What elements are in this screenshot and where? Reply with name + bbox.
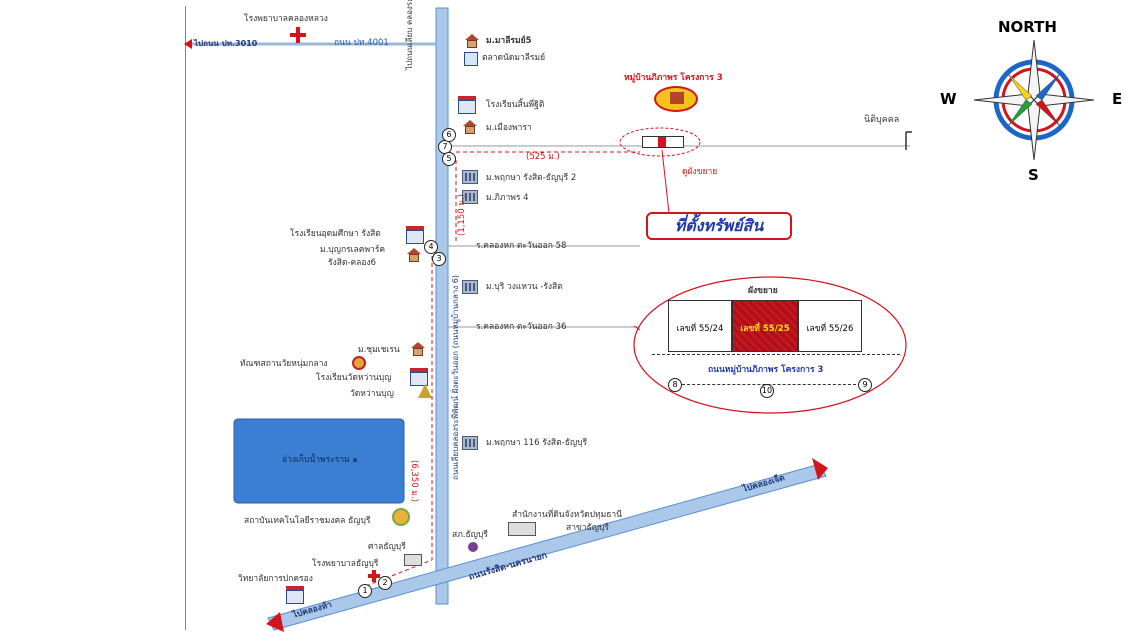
- school-ladda-icon: [458, 96, 476, 114]
- market-icon: [464, 52, 478, 66]
- m-maliroom-icon: [464, 34, 480, 48]
- m-boonyarak-label2: รังสิต-คลอง6: [328, 258, 377, 268]
- school-udom-label: โรงเรียนอุดมศึกษา รังสิต: [290, 229, 381, 239]
- reservoir: [233, 418, 405, 504]
- khlong-road-label: ไปถนนเลียบ คลองระพีพัฒน์: [405, 0, 414, 70]
- jail-label: ทัณฑสถานวัยหนุ่มกลาง: [240, 359, 328, 369]
- school-wat-label: โรงเรียนวัดหว่านบุญ: [316, 373, 392, 383]
- lot-right-label: เลขที่ 55/26: [806, 324, 854, 334]
- hospital-top-icon: [290, 27, 306, 43]
- property-callout: ที่ตั้งทรัพย์สิน: [646, 212, 792, 240]
- college-icon: [286, 586, 304, 604]
- m-chumchen-icon: [410, 342, 426, 356]
- rmut-icon: [392, 508, 410, 526]
- wat-icon: [418, 384, 432, 398]
- land-office-label: สำนักงานที่ดินจังหวัดปทุมธานี: [512, 510, 622, 520]
- reservoir-label: อ่างเก็บน้ำพระราม ๑: [282, 455, 358, 465]
- court-label: ศาลธัญบุรี: [368, 542, 406, 552]
- main-road: [435, 7, 449, 605]
- m-boonyarak-label: ม.บุญกรเลคพาร์ค: [320, 245, 386, 255]
- school-wat-icon: [410, 368, 428, 386]
- project-plot-marker: [642, 136, 684, 148]
- school-ladda-label: โรงเรียนสิ้นพี่ฐิติ: [486, 100, 545, 110]
- detail-road-label: ถนนหมู่บ้านภิภาพร โครงการ 3: [708, 365, 824, 375]
- main-road-label: ถนนเลียบคลองระพีพัฒน์ ฝั่งตะวันออก (ถนนห…: [451, 275, 460, 480]
- marker-8: 8: [668, 378, 682, 392]
- property-label: ที่ตั้งทรัพย์สิน: [674, 216, 764, 235]
- top-right-cut-label: นิติบุคคล: [864, 115, 900, 125]
- m-mueang-icon: [462, 120, 478, 134]
- m-pruksa116-label: ม.พฤกษา 116 รังสิต-ธัญบุรี: [486, 438, 588, 448]
- route-number-3: 3: [432, 252, 446, 266]
- hospital-bottom-label: โรงพยาบาลธัญบุรี: [312, 559, 379, 569]
- compass-north-label: NORTH: [998, 18, 1057, 36]
- arrow-left-top: [184, 39, 192, 49]
- police-label: สภ.ธัญบุรี: [452, 530, 488, 540]
- road-pt4001-label: ถนน ปท.4001: [334, 38, 389, 48]
- route-number-4: 4: [424, 240, 438, 254]
- project-ellipse: [619, 127, 701, 157]
- dist-6350-label: (6,350 ม.): [409, 460, 419, 502]
- m-pruksa2-icon: [462, 170, 478, 184]
- detail-road-line: [652, 354, 900, 355]
- lot-center-label: เลขที่ 55/25: [740, 324, 790, 334]
- compass-rose-icon: [974, 39, 1094, 161]
- detail-connector: [633, 325, 641, 331]
- m-mueang-label: ม.เมืองพารา: [486, 123, 532, 133]
- hospital-bottom-icon: [368, 570, 380, 582]
- exec-mark-label: ดูผังขยาย: [682, 167, 718, 177]
- hospital-top-label: โรงพยาบาลคลองหลวง: [244, 14, 328, 24]
- dist-525-label: (525 ม.): [526, 152, 560, 162]
- lot-left: เลขที่ 55/24: [668, 300, 732, 352]
- m-phiphap4-icon: [462, 190, 478, 204]
- project-name-label: หมู่บ้านภิภาพร โครงการ 3: [624, 73, 723, 83]
- lot-right: เลขที่ 55/26: [798, 300, 862, 352]
- land-office-label2: สาขาธัญบุรี: [566, 523, 609, 533]
- route-number-6: 6: [442, 128, 456, 142]
- wat-label: วัดหว่านบุญ: [350, 389, 394, 399]
- marker-9: 9: [858, 378, 872, 392]
- soi58-label: ร.คลองหก ตะวันออก 58: [476, 241, 567, 251]
- route-number-1: 1: [358, 584, 372, 598]
- detail-title: ผังขยาย: [748, 286, 778, 296]
- dist-1150-label: (1,150 ม.): [457, 194, 467, 236]
- court-icon: [404, 554, 422, 566]
- rmut-label: สถาบันเทคโนโลยีราชมงคล ธัญบุรี: [244, 516, 371, 526]
- m-phiphap4-label: ม.ภิภาพร 4: [486, 193, 529, 203]
- market-label: ตลาดนัดมาลีรมย์: [482, 53, 546, 63]
- lot-left-label: เลขที่ 55/24: [676, 324, 724, 334]
- map-left-border: [185, 6, 186, 630]
- college-label: วิทยาลัยการปกครอง: [238, 574, 313, 584]
- pointer-line: [661, 149, 671, 223]
- compass: NORTH W E S: [940, 16, 1122, 184]
- arrow-to-khlong7: [812, 458, 828, 480]
- compass-south-label: S: [1028, 166, 1039, 184]
- land-office-icon: [508, 522, 536, 536]
- route-number-2: 2: [378, 576, 392, 590]
- road-top-left-dir: ไปถนน ปท.3010: [194, 39, 258, 48]
- soi36-label: ร.คลองหก ตะวันออก 36: [476, 322, 567, 332]
- m-pruksa2-label: ม.พฤกษา รังสิต-ธัญบุรี 2: [486, 173, 577, 183]
- m-buri-icon: [462, 280, 478, 294]
- jail-icon: [352, 356, 366, 370]
- arrow-to-khlong5: [266, 612, 284, 632]
- m-pruksa116-icon: [462, 436, 478, 450]
- m-chumchen-label: ม.ชุมเชเรน: [358, 345, 400, 355]
- lot-center: เลขที่ 55/25: [732, 300, 798, 352]
- police-icon: [468, 542, 478, 552]
- compass-west-label: W: [940, 90, 957, 108]
- compass-east-label: E: [1112, 90, 1123, 108]
- m-maliroom-label: ม.มาลีรมย์5: [486, 36, 532, 46]
- m-buri-label: ม.บุริ วงแหวน -รังสิต: [486, 282, 563, 292]
- school-udom-icon: [406, 226, 424, 244]
- project-logo-icon: [654, 86, 698, 112]
- marker-10: 10: [760, 384, 774, 398]
- route-number-5: 5: [442, 152, 456, 166]
- m-boonyarak-icon: [406, 248, 422, 262]
